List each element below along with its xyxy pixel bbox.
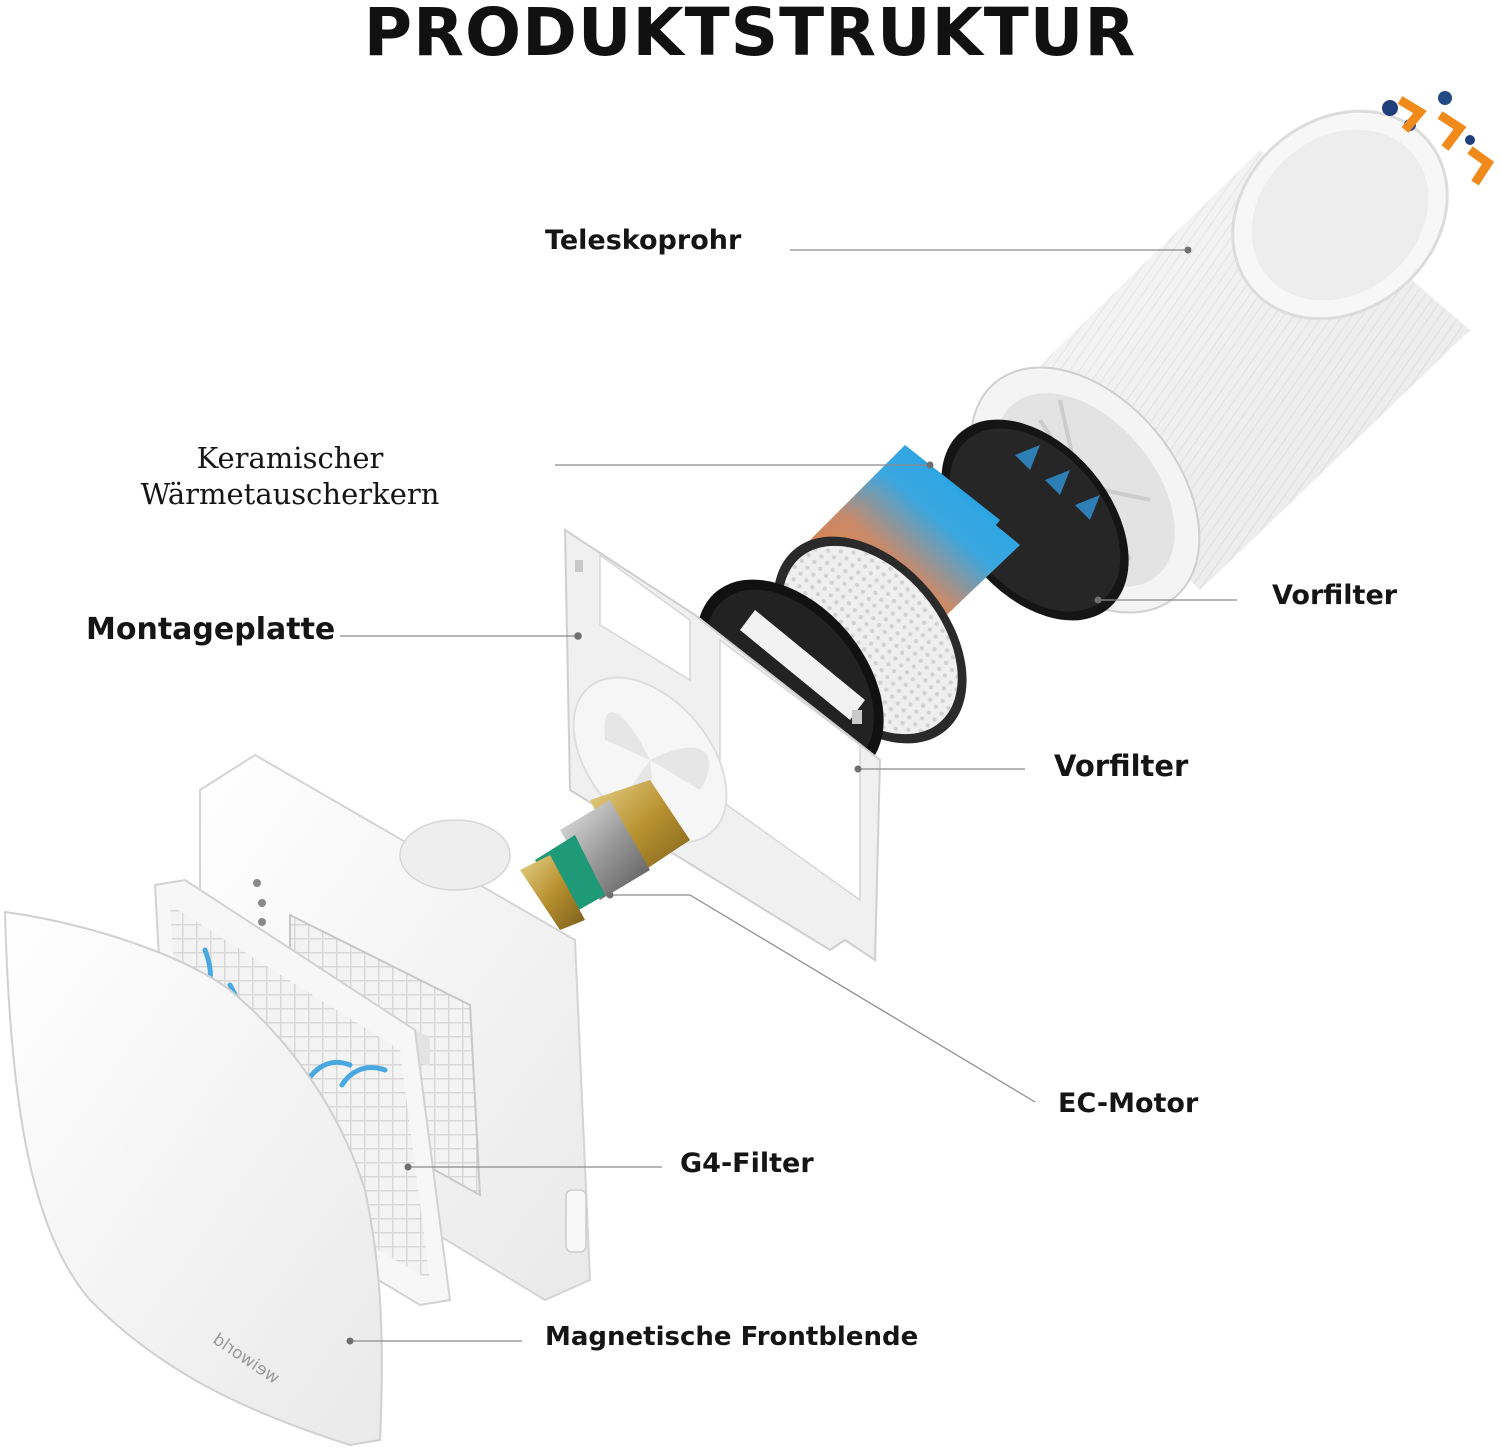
page-title: PRODUKTSTRUKTUR <box>363 0 1137 71</box>
label-waermetauscherkern-line2: Wärmetauscherkern <box>140 477 440 511</box>
label-montageplatte: Montageplatte <box>86 612 336 647</box>
ec-motor <box>520 780 690 930</box>
label-vorfilter-inner: Vorfilter <box>1054 749 1189 783</box>
airflow-arrows-icon <box>1382 91 1495 186</box>
label-ec-motor: EC-Motor <box>1058 1088 1199 1119</box>
leader-dots <box>346 246 1192 1345</box>
label-vorfilter-outer: Vorfilter <box>1272 580 1398 611</box>
label-frontblende: Magnetische Frontblende <box>545 1322 919 1352</box>
label-g4-filter: G4-Filter <box>680 1148 814 1179</box>
label-waermetauscherkern: Keramischer Wärmetauscherkern <box>120 440 460 512</box>
label-waermetauscherkern-line1: Keramischer <box>196 441 384 475</box>
magnetic-front-cover <box>3 910 383 1447</box>
label-teleskoprohr: Teleskoprohr <box>545 225 742 256</box>
leader-lines <box>340 249 1237 1342</box>
